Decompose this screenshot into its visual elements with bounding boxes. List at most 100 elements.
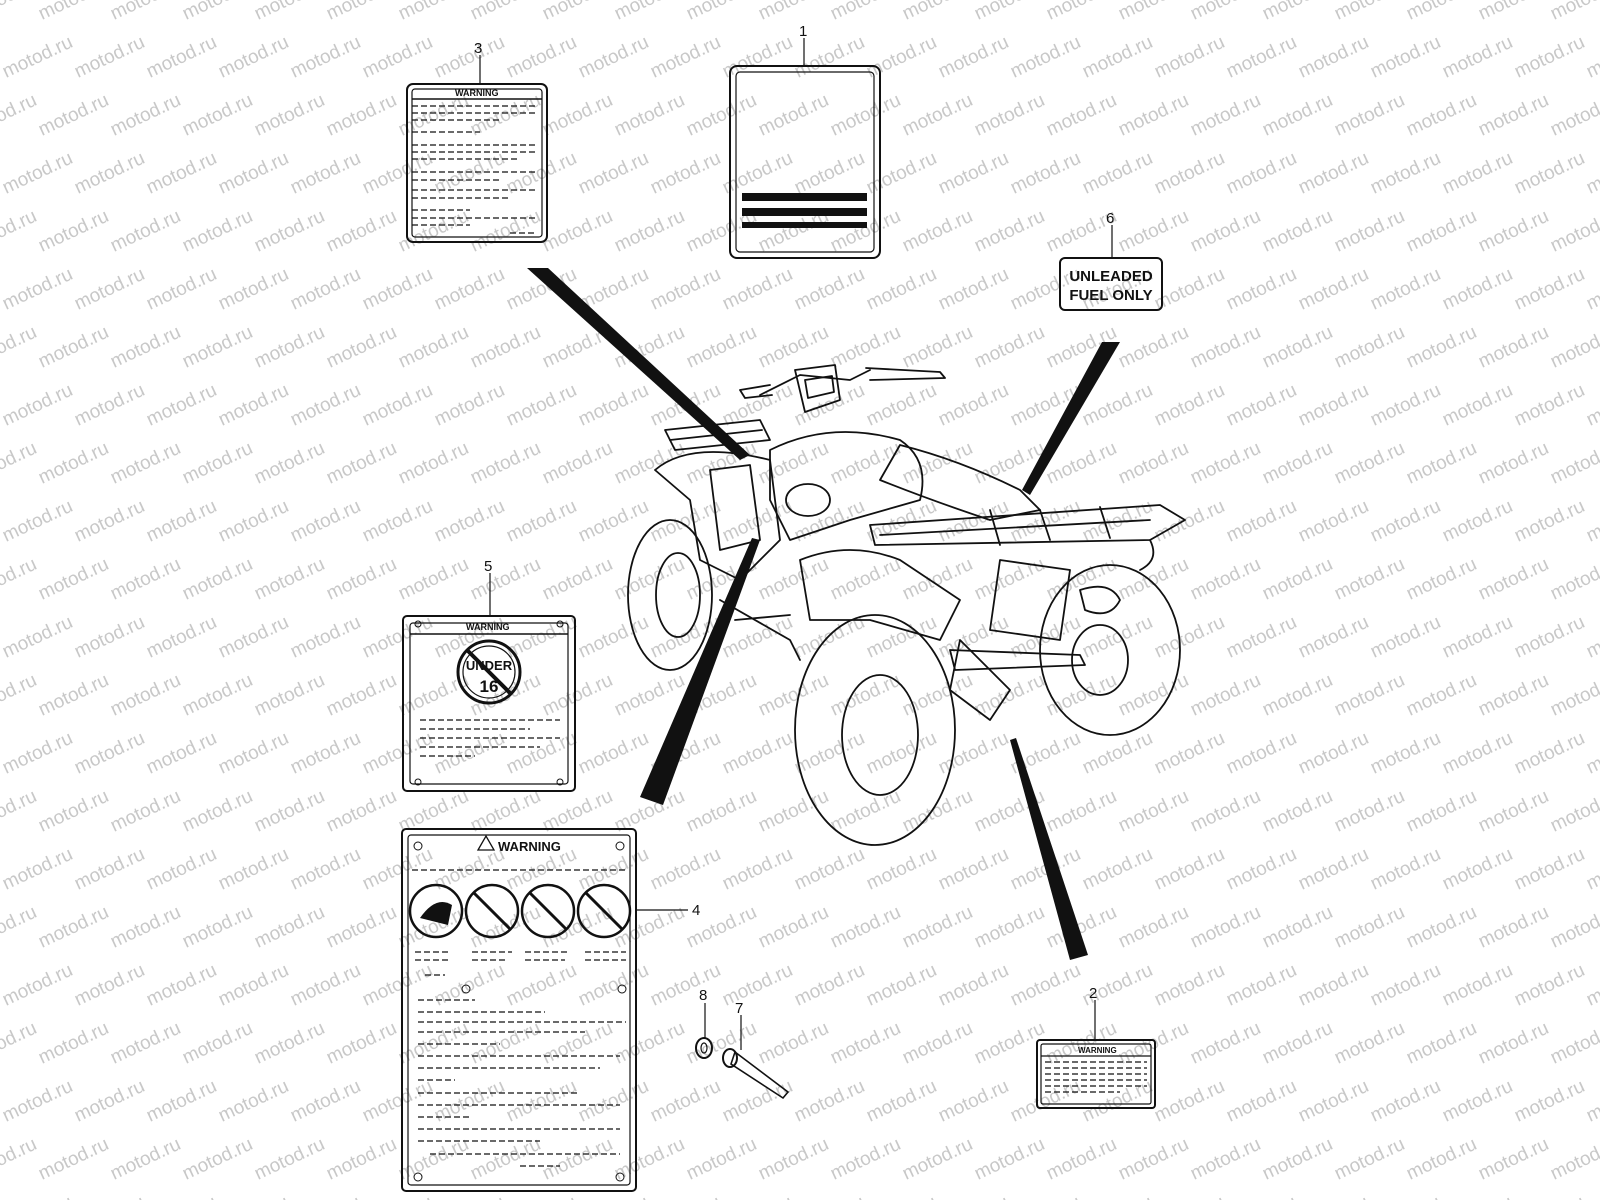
watermark-text: motod.ru [1547, 670, 1600, 721]
watermark-text: motod.ru [323, 438, 400, 489]
label-5: 5 WARNING UNDER 16 [402, 558, 576, 792]
watermark-text: motod.ru [0, 0, 40, 25]
watermark-text: motod.ru [179, 670, 256, 721]
watermark-text: motod.ru [71, 728, 148, 779]
watermark-text: motod.ru [1223, 612, 1300, 663]
watermark-text: motod.ru [863, 264, 940, 315]
watermark-text: motod.ru [1187, 902, 1264, 953]
watermark-text: motod.ru [647, 148, 724, 199]
watermark-text: motod.ru [827, 1134, 904, 1185]
watermark-text: motod.ru [1475, 1134, 1552, 1185]
watermark-text: motod.ru [323, 322, 400, 373]
watermark-text: motod.ru [1475, 554, 1552, 605]
watermark-text: motod.ru [1295, 496, 1372, 547]
watermark-text: motod.ru [539, 438, 616, 489]
watermark-text: motod.ru [1367, 1076, 1444, 1127]
watermark-text: motod.ru [611, 0, 688, 25]
watermark-text: motod.ru [431, 380, 508, 431]
watermark-text: motod.ru [1367, 264, 1444, 315]
watermark-text: motod.ru [683, 0, 760, 25]
watermark-text: motod.ru [827, 438, 904, 489]
watermark-text: motod.ru [71, 612, 148, 663]
watermark-text: motod.ru [359, 264, 436, 315]
watermark-text: motod.ru [143, 148, 220, 199]
watermark-text: motod.ru [719, 1076, 796, 1127]
watermark-text: motod.ru [1115, 902, 1192, 953]
watermark-text: motod.ru [863, 32, 940, 83]
watermark-text: motod.ru [287, 264, 364, 315]
watermark-text: motod.ru [755, 90, 832, 141]
watermark-text: motod.ru [359, 612, 436, 663]
watermark-text: motod.ru [647, 844, 724, 895]
watermark-text: motod.ru [71, 148, 148, 199]
watermark-text: motod.ru [1475, 1018, 1552, 1069]
watermark-text: motod.ru [107, 1018, 184, 1069]
watermark-text: motod.ru [143, 496, 220, 547]
watermark-text: motod.ru [35, 554, 112, 605]
watermark-text: motod.ru [0, 960, 76, 1011]
watermark-text: motod.ru [971, 902, 1048, 953]
watermark-text: motod.ru [251, 786, 328, 837]
watermark-text: motod.ru [0, 786, 40, 837]
watermark-text: motod.ru [1403, 322, 1480, 373]
watermark-text: motod.ru [1583, 380, 1600, 431]
watermark-text: motod.ru [755, 670, 832, 721]
watermark-text: motod.ru [1007, 1192, 1084, 1200]
watermark-text: motod.ru [71, 844, 148, 895]
watermark-text: motod.ru [575, 380, 652, 431]
watermark-text: motod.ru [1187, 206, 1264, 257]
watermark-text: motod.ru [539, 90, 616, 141]
watermark-text: motod.ru [107, 322, 184, 373]
watermark-text: motod.ru [71, 960, 148, 1011]
watermark-text: motod.ru [503, 496, 580, 547]
watermark-text: motod.ru [1079, 1192, 1156, 1200]
watermark-text: motod.ru [863, 148, 940, 199]
watermark-text: motod.ru [1187, 90, 1264, 141]
watermark-text: motod.ru [791, 844, 868, 895]
watermark-text: motod.ru [251, 1018, 328, 1069]
watermark-text: motod.ru [683, 1018, 760, 1069]
watermark-text: motod.ru [323, 554, 400, 605]
callout-4: 4 [692, 902, 700, 919]
age-text: 16 [480, 677, 499, 696]
label-4: 4 WARNING [401, 828, 700, 1192]
watermark-text: motod.ru [683, 322, 760, 373]
watermark-text: motod.ru [1115, 1018, 1192, 1069]
watermark-text: motod.ru [1295, 32, 1372, 83]
watermark-text: motod.ru [935, 264, 1012, 315]
watermark-text: motod.ru [647, 1076, 724, 1127]
watermark-text: motod.ru [179, 1134, 256, 1185]
watermark-text: motod.ru [179, 902, 256, 953]
watermark-text: motod.ru [251, 1134, 328, 1185]
watermark-text: motod.ru [1043, 90, 1120, 141]
watermark-text: motod.ru [251, 902, 328, 953]
watermark-text: motod.ru [0, 438, 40, 489]
watermark-text: motod.ru [1295, 264, 1372, 315]
watermark-text: motod.ru [143, 264, 220, 315]
watermark-text: motod.ru [755, 0, 832, 25]
watermark-text: motod.ru [1511, 148, 1588, 199]
watermark-text: motod.ru [431, 960, 508, 1011]
watermark-text: motod.ru [1583, 728, 1600, 779]
watermark-text: motod.ru [323, 90, 400, 141]
watermark-text: motod.ru [575, 148, 652, 199]
watermark-text: motod.ru [1223, 264, 1300, 315]
watermark-text: motod.ru [107, 90, 184, 141]
watermark-text: motod.ru [323, 902, 400, 953]
watermark-text: motod.ru [719, 1192, 796, 1200]
watermark-text: motod.ru [1331, 670, 1408, 721]
watermark-text: motod.ru [1439, 1076, 1516, 1127]
watermark-text: motod.ru [1223, 32, 1300, 83]
watermark-text: motod.ru [287, 148, 364, 199]
watermark-text: motod.ru [899, 902, 976, 953]
watermark-text: motod.ru [1367, 844, 1444, 895]
watermark-text: motod.ru [1583, 612, 1600, 663]
watermark-text: motod.ru [107, 206, 184, 257]
watermark-text: motod.ru [611, 90, 688, 141]
watermark-text: motod.ru [1403, 670, 1480, 721]
watermark-text: motod.ru [467, 1018, 544, 1069]
watermark-text: motod.ru [863, 1076, 940, 1127]
callout-7: 7 [735, 1000, 743, 1017]
watermark-text: motod.ru [251, 670, 328, 721]
watermark-text: motod.ru [683, 90, 760, 141]
